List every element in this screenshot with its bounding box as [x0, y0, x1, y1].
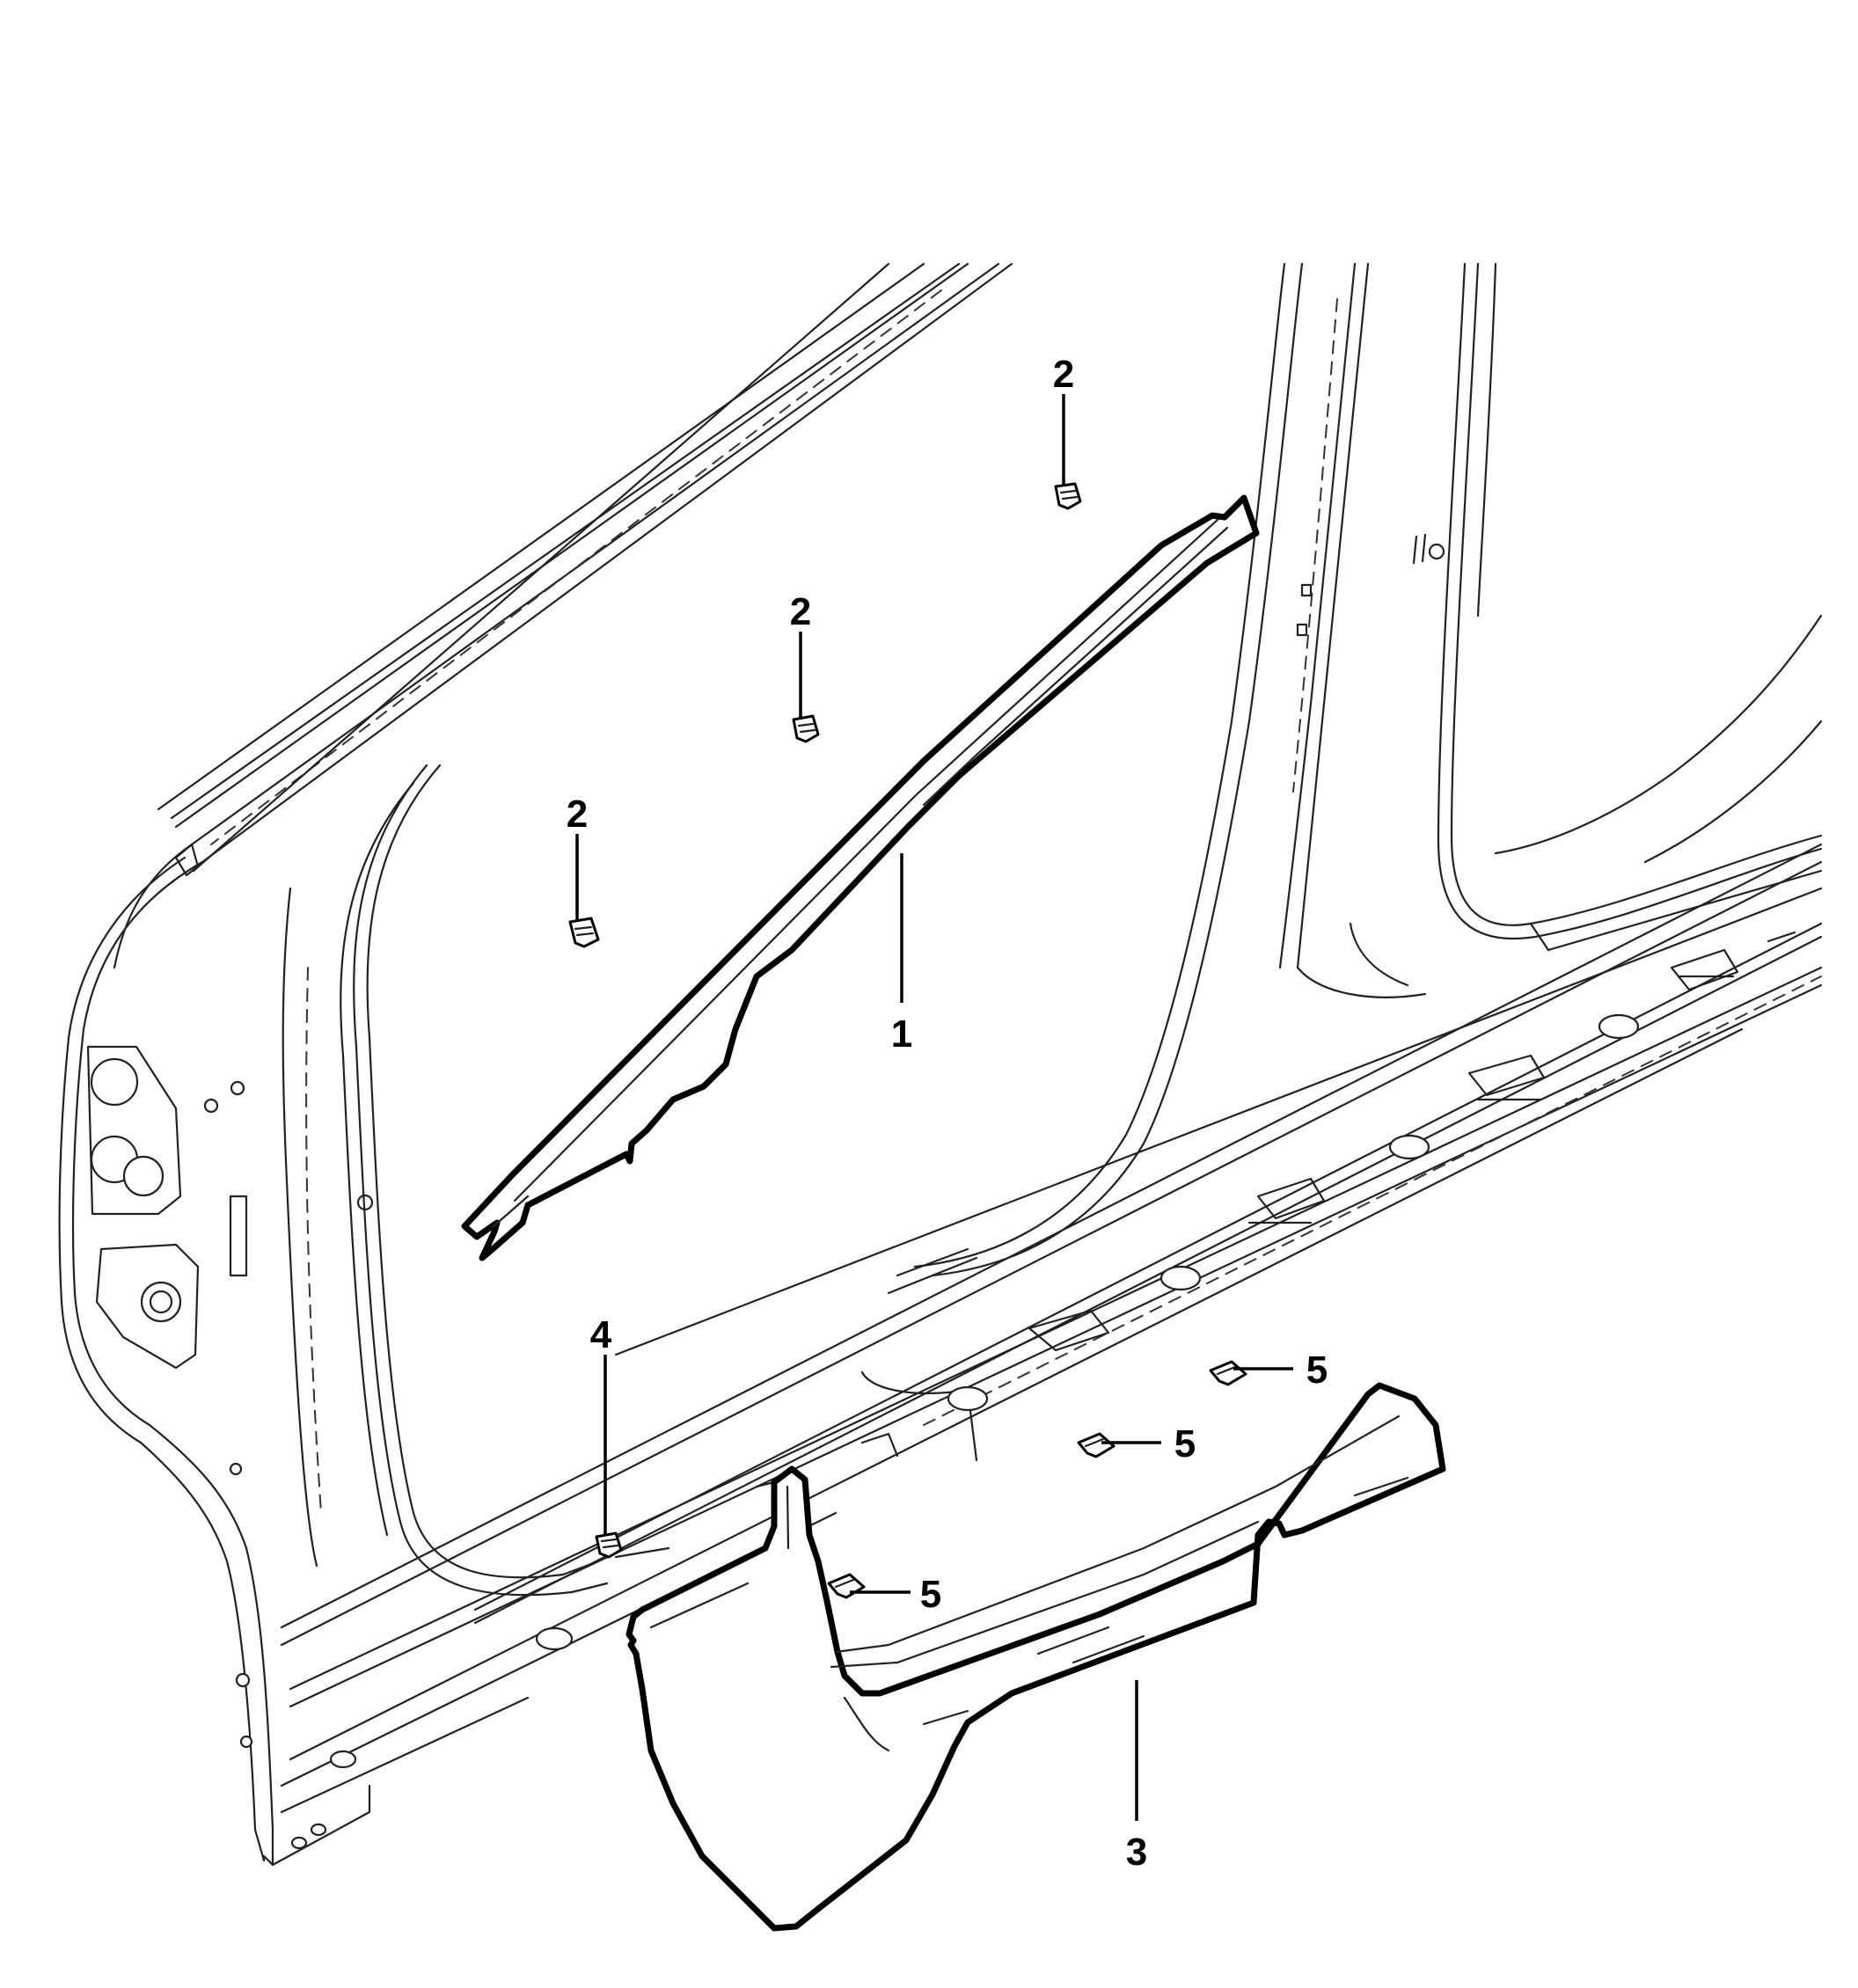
body-side-structure	[58, 262, 1823, 1867]
clip-2-lower	[568, 917, 600, 948]
clip-5-upper	[1209, 1360, 1247, 1386]
part-1-trim-strip	[461, 494, 1260, 1261]
clip-4	[595, 1531, 623, 1559]
callout-2-upper: 2	[1053, 353, 1074, 396]
callout-5-upper: 5	[1306, 1348, 1328, 1392]
leader-lines	[575, 394, 1293, 1821]
callout-5-lower: 5	[920, 1573, 941, 1616]
clip-2-middle	[792, 714, 820, 743]
clip-2-upper	[1054, 482, 1082, 510]
callout-4: 4	[590, 1313, 612, 1356]
callout-1: 1	[891, 1012, 912, 1056]
callout-2-middle: 2	[790, 590, 811, 633]
callout-5-middle: 5	[1174, 1422, 1196, 1465]
callout-2-lower: 2	[567, 793, 588, 836]
clip-5-middle	[1077, 1432, 1116, 1458]
part-3-scuff-plate	[625, 1382, 1446, 1932]
callout-labels: 1 2 2 2 3 4 5 5 5	[567, 353, 1328, 1874]
callout-3: 3	[1126, 1831, 1147, 1874]
clip-5-lower	[827, 1573, 866, 1599]
